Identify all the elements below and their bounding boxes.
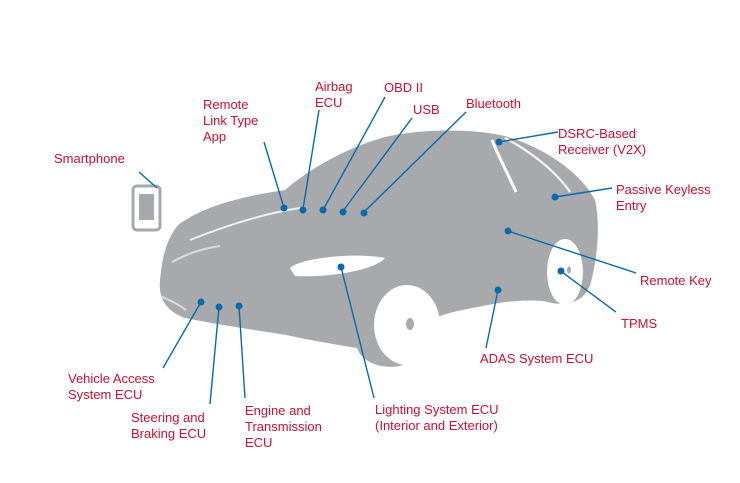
dot-remote-key bbox=[504, 227, 512, 235]
leader-lines bbox=[138, 96, 637, 405]
dot-dsrc bbox=[495, 138, 503, 146]
label-adas-system-ecu: ADAS System ECU bbox=[480, 351, 594, 366]
leader-obd bbox=[322, 96, 386, 211]
dot-tpms bbox=[557, 267, 565, 275]
leader-airbag bbox=[302, 109, 320, 210]
leader-tpms bbox=[561, 271, 617, 313]
label-obd-ii: OBD II bbox=[384, 80, 424, 95]
leader-engine bbox=[238, 305, 246, 399]
connection-dots bbox=[197, 138, 565, 311]
label-dsrc-receiver: DSRC-Based Receiver (V2X) bbox=[558, 126, 647, 157]
label-remote-link-type-app: Remote Link Type App bbox=[203, 97, 259, 144]
dot-steering bbox=[215, 303, 223, 311]
label-passive-keyless-entry: Passive Keyless Entry bbox=[616, 182, 711, 213]
leader-remote-link bbox=[263, 141, 285, 209]
label-smartphone: Smartphone bbox=[54, 151, 125, 166]
leader-usb bbox=[342, 117, 413, 212]
label-airbag-ecu: Airbag ECU bbox=[315, 79, 353, 110]
dot-adas bbox=[494, 286, 502, 294]
label-usb: USB bbox=[413, 102, 440, 117]
leader-steering bbox=[209, 306, 220, 405]
leader-vehicle-access bbox=[162, 301, 202, 369]
dot-bluetooth bbox=[360, 209, 368, 217]
leader-remote-key bbox=[507, 230, 637, 274]
leader-smartphone bbox=[138, 171, 158, 189]
leader-lighting bbox=[340, 266, 375, 399]
dot-engine bbox=[235, 302, 243, 310]
leader-adas bbox=[485, 289, 499, 349]
label-tpms: TPMS bbox=[621, 316, 658, 331]
label-steering-braking-ecu: Steering and Braking ECU bbox=[131, 410, 207, 441]
label-lighting-system-ecu: Lighting System ECU (Interior and Exteri… bbox=[375, 402, 499, 433]
dot-airbag bbox=[299, 206, 307, 214]
label-vehicle-access-system-ecu: Vehicle Access System ECU bbox=[68, 371, 155, 402]
leader-bluetooth bbox=[363, 111, 467, 213]
dot-obd bbox=[319, 206, 327, 214]
dot-lighting bbox=[337, 263, 345, 271]
leader-keyless bbox=[554, 187, 613, 198]
dot-vehicle-access bbox=[197, 298, 205, 306]
smartphone-icon bbox=[131, 184, 162, 232]
dot-usb bbox=[339, 208, 347, 216]
label-bluetooth: Bluetooth bbox=[466, 96, 521, 111]
leader-dsrc bbox=[498, 131, 559, 143]
label-engine-transmission-ecu: Engine and Transmission ECU bbox=[245, 403, 322, 450]
car-silhouette-icon bbox=[159, 130, 598, 367]
label-remote-key: Remote Key bbox=[640, 273, 712, 288]
dot-remote-link bbox=[280, 204, 288, 212]
dot-keyless bbox=[551, 193, 559, 201]
